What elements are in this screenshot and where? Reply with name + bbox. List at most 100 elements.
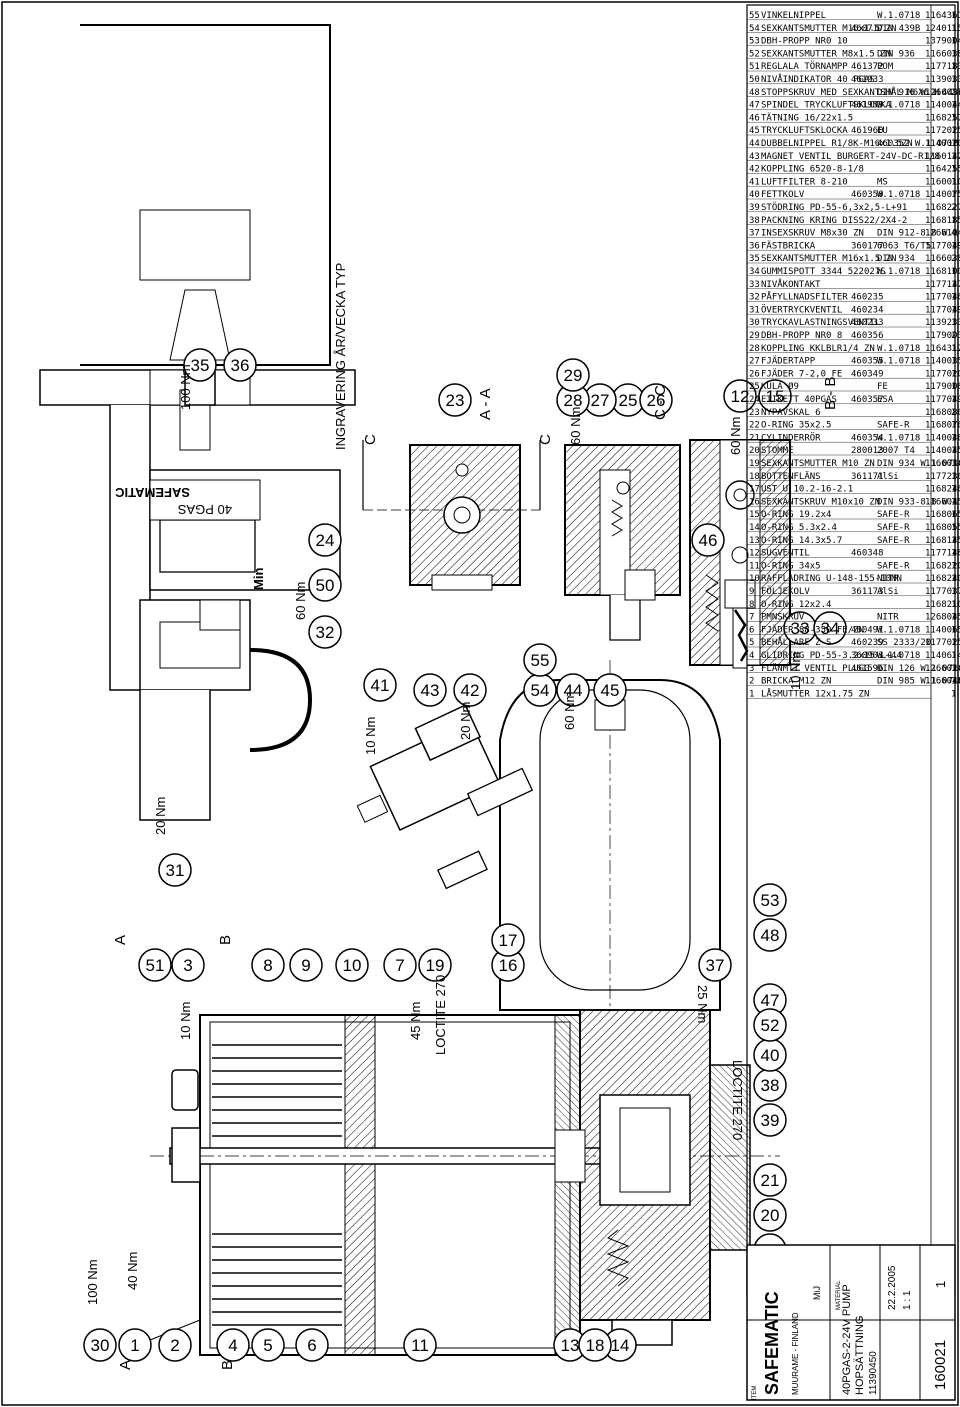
bom-article: 11790030 bbox=[925, 331, 960, 341]
svg-text:17: 17 bbox=[499, 931, 518, 950]
bom-article: 11400700 bbox=[925, 139, 960, 149]
bom-qty: 1 bbox=[951, 638, 956, 648]
svg-text:29: 29 bbox=[564, 366, 583, 385]
bom-article: 11400450 bbox=[925, 446, 960, 456]
bom-name: NIVÅKONTAKT bbox=[761, 278, 821, 290]
svg-text:9: 9 bbox=[301, 956, 310, 975]
bom-article: 11680760 bbox=[925, 421, 960, 431]
svg-text:41: 41 bbox=[371, 676, 390, 695]
svg-text:36: 36 bbox=[231, 356, 250, 375]
svg-text:50: 50 bbox=[316, 576, 335, 595]
bom-material: ESA bbox=[877, 395, 894, 405]
bom-qty: 1 bbox=[951, 190, 956, 200]
balloon-40: 40 bbox=[753, 1038, 787, 1072]
bom-qty: 1 bbox=[951, 357, 956, 367]
svg-text:28: 28 bbox=[564, 391, 583, 410]
bom-article: 11770495 bbox=[925, 395, 960, 405]
bom-qty: 2 bbox=[951, 254, 956, 264]
bom-article: 11682202 bbox=[925, 561, 960, 571]
bom-name: DBH-PROPP NR0 10 bbox=[761, 37, 848, 47]
bom-qty: 1 bbox=[951, 165, 956, 175]
balloon-29: 29 bbox=[556, 358, 590, 392]
bom-article: 11601420 bbox=[925, 152, 960, 162]
bom-pos: 12 bbox=[749, 549, 760, 559]
bom-qty: 1 bbox=[951, 75, 956, 85]
bom-qty: 1 bbox=[951, 625, 956, 635]
bom-qty: 1 bbox=[951, 651, 956, 661]
bom-name: DBH-PROPP NR0 8 bbox=[761, 331, 842, 341]
bom-name: O-RING 5.3x2.4 bbox=[761, 523, 837, 533]
bom-dimension: 460349 bbox=[851, 369, 884, 379]
bom-pos: 48 bbox=[749, 88, 760, 98]
bom-article: 12660570 bbox=[925, 88, 960, 98]
bom-material: EU bbox=[877, 126, 888, 136]
bom-article: 11682460 bbox=[925, 485, 960, 495]
bom-name: NIVÅINDIKATOR 40 PGAS bbox=[761, 73, 875, 85]
doc-number: 11390450 bbox=[868, 1351, 879, 1395]
bom-qty: 1 bbox=[951, 216, 956, 226]
bom-article: 11680865 bbox=[925, 408, 960, 418]
bom-row: 12SUGVENTIL460348117714801 bbox=[747, 549, 960, 559]
item-heading: ITEM bbox=[752, 1386, 758, 1400]
bom-pos: 39 bbox=[749, 203, 760, 213]
torque-label: 60 Nm bbox=[562, 692, 577, 730]
bom-name: NYPAVSKAL 6 bbox=[761, 408, 821, 418]
svg-text:11: 11 bbox=[411, 1336, 429, 1355]
bom-name: VINKELNIPPEL bbox=[761, 11, 826, 21]
bom-qty: 1 bbox=[951, 293, 956, 303]
balloon-5: 5 bbox=[251, 1328, 285, 1362]
bom-article: 11682572 bbox=[925, 113, 960, 123]
bom-article: 11790080 bbox=[925, 382, 960, 392]
bom-pos: 45 bbox=[749, 126, 760, 136]
bom-pos: 9 bbox=[749, 587, 754, 597]
svg-text:45: 45 bbox=[601, 681, 620, 700]
bom-name: PACKNING KRING DISS22/2X4-2 bbox=[761, 216, 907, 226]
balloon-20: 20 bbox=[753, 1198, 787, 1232]
bom-material: SS 2333/20 bbox=[877, 638, 931, 648]
bom-qty: 1 bbox=[951, 485, 956, 495]
bom-article: 11770200 bbox=[925, 369, 960, 379]
bom-pos: 19 bbox=[749, 459, 760, 469]
bom-article: 11400460 bbox=[925, 433, 960, 443]
bom-name: SEXKANTSMUTTER M8x1.5 ZN bbox=[761, 49, 891, 59]
bom-qty: 2 bbox=[951, 203, 956, 213]
balloon-37: 37 bbox=[698, 948, 732, 982]
bom-pos: 15 bbox=[749, 510, 760, 520]
bom-pos: 7 bbox=[749, 613, 754, 623]
bom-dimension: 460350 bbox=[851, 190, 884, 200]
bom-name: O-RING 12x2.4 bbox=[761, 600, 831, 610]
bom-qty: 1 bbox=[951, 62, 956, 72]
bom-dimension: 461959 bbox=[851, 101, 884, 111]
bom-pos: 37 bbox=[749, 229, 760, 239]
bom-material: W.1.0718 bbox=[877, 651, 920, 661]
label-brand: SAFEMATIC bbox=[115, 485, 190, 500]
bom-qty: 2 bbox=[951, 408, 956, 418]
bom-dimension: 461933 bbox=[851, 75, 884, 85]
bom-article: 11681850 bbox=[925, 216, 960, 226]
balloon-18: 18 bbox=[578, 1328, 612, 1362]
svg-text:15: 15 bbox=[766, 387, 785, 406]
bom-material: AlSi bbox=[877, 587, 899, 597]
bom-article: 11600100 bbox=[925, 177, 960, 187]
bom-qty: 1 bbox=[951, 37, 956, 47]
bom-pos: 41 bbox=[749, 177, 760, 187]
bom-material: FE bbox=[877, 382, 888, 392]
bom-qty: 1 bbox=[951, 549, 956, 559]
svg-text:21: 21 bbox=[761, 1171, 780, 1190]
bom-material: W.1.0718 bbox=[877, 267, 920, 277]
bom-pos: 26 bbox=[749, 369, 760, 379]
bom-qty: 1 bbox=[951, 395, 956, 405]
